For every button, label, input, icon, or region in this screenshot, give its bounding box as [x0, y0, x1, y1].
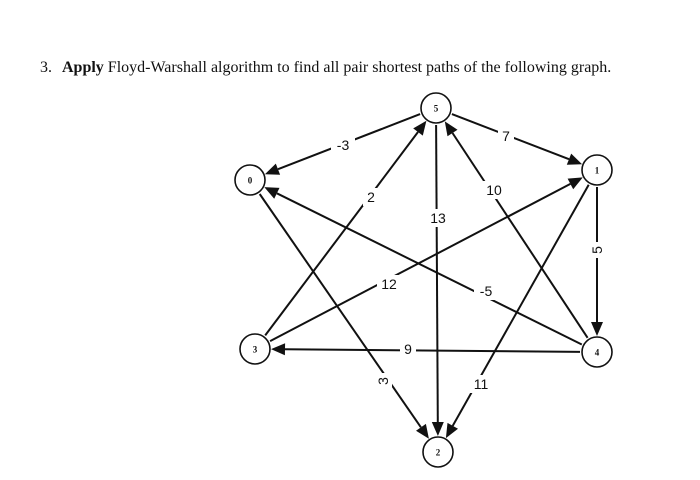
edge-4-3 [271, 343, 581, 356]
weight-label: 2 [367, 189, 375, 205]
edge-3-5 [264, 120, 427, 337]
weight-label: -3 [337, 137, 350, 153]
weight-background [374, 373, 392, 389]
node-circle [581, 154, 613, 186]
weight-background [469, 375, 493, 393]
edge-weight-4-3: 9 [400, 340, 416, 358]
node-circle [581, 336, 613, 368]
node-circle [239, 333, 271, 365]
edge-5-2 [431, 124, 444, 436]
question-text: 3. Apply Floyd-Warshall algorithm to find… [40, 58, 690, 78]
node-circle [234, 164, 266, 196]
node-circle [420, 92, 452, 124]
weight-label: -5 [480, 283, 493, 299]
edge-weight-5-0: -3 [331, 136, 355, 154]
weight-label: 13 [430, 210, 446, 226]
edge-weight-4-5: 10 [482, 181, 506, 199]
edge-weight-3-1: 12 [377, 275, 401, 293]
arrowhead-4-5 [444, 121, 458, 137]
arrowhead-1-2 [445, 422, 458, 439]
edge-line-4-0 [276, 192, 583, 346]
edge-1-2 [445, 184, 590, 439]
node-label: 4 [595, 348, 600, 358]
edge-weight-0-2: 3 [374, 373, 392, 389]
weight-background [588, 242, 606, 258]
question-number: 3. [40, 59, 52, 76]
node-label: 3 [253, 345, 258, 355]
node-0: 0 [234, 164, 266, 196]
edge-5-1 [451, 113, 583, 165]
edge-3-1 [269, 177, 583, 342]
edge-line-4-5 [451, 132, 589, 339]
arrowhead-0-2 [416, 423, 429, 439]
weight-background [331, 136, 355, 154]
weight-label: 3 [375, 377, 391, 385]
edge-line-4-3 [284, 348, 581, 353]
edge-weight-3-5: 2 [363, 188, 379, 206]
edge-weight-1-4: 5 [588, 242, 606, 258]
node-label: 1 [595, 166, 600, 176]
edge-line-3-1 [269, 183, 571, 342]
weight-background [482, 181, 506, 199]
node-4: 4 [581, 336, 613, 368]
weight-background [400, 340, 416, 358]
arrowhead-4-0 [264, 187, 280, 199]
node-label: 0 [248, 176, 253, 186]
arrowhead-1-4 [591, 322, 603, 336]
weight-label: 11 [474, 376, 489, 392]
arrowhead-5-0 [264, 163, 281, 175]
weight-background [363, 188, 379, 206]
edge-weight-4-0: -5 [474, 282, 498, 300]
arrowhead-5-1 [566, 153, 583, 165]
arrowhead-5-2 [431, 422, 444, 436]
weight-background [498, 127, 514, 145]
edge-4-5 [444, 121, 589, 339]
weight-background [377, 275, 401, 293]
question-body: Floyd-Warshall algorithm to find all pai… [107, 59, 612, 76]
edge-4-0 [264, 187, 583, 346]
question-keyword: Apply [62, 59, 104, 76]
node-1: 1 [581, 154, 613, 186]
arrowhead-4-3 [271, 343, 286, 356]
edge-weight-1-2: 11 [469, 375, 493, 393]
node-2: 2 [422, 436, 454, 468]
weight-background [426, 209, 450, 227]
edge-0-2 [258, 193, 429, 439]
node-3: 3 [239, 333, 271, 365]
edge-layer [258, 113, 603, 439]
weight-background [474, 282, 498, 300]
weight-label: 5 [589, 246, 605, 254]
edge-line-3-5 [264, 131, 419, 337]
weight-label: 9 [404, 341, 412, 357]
edge-weight-5-2: 13 [426, 209, 450, 227]
node-circle [422, 436, 454, 468]
arrowhead-3-5 [413, 120, 427, 136]
arrowhead-3-1 [567, 177, 583, 190]
weight-layer: -3 7 2 10 13 5 12 -5 9 3 11 [331, 127, 606, 393]
node-label: 2 [436, 448, 441, 458]
edge-1-4 [591, 187, 603, 336]
weight-label: 7 [502, 128, 510, 144]
weight-label: 10 [486, 182, 502, 198]
weight-label: 12 [381, 276, 397, 292]
edge-weight-5-1: 7 [498, 127, 514, 145]
node-label: 5 [434, 104, 439, 114]
node-5: 5 [420, 92, 452, 124]
edge-line-0-2 [258, 193, 422, 428]
